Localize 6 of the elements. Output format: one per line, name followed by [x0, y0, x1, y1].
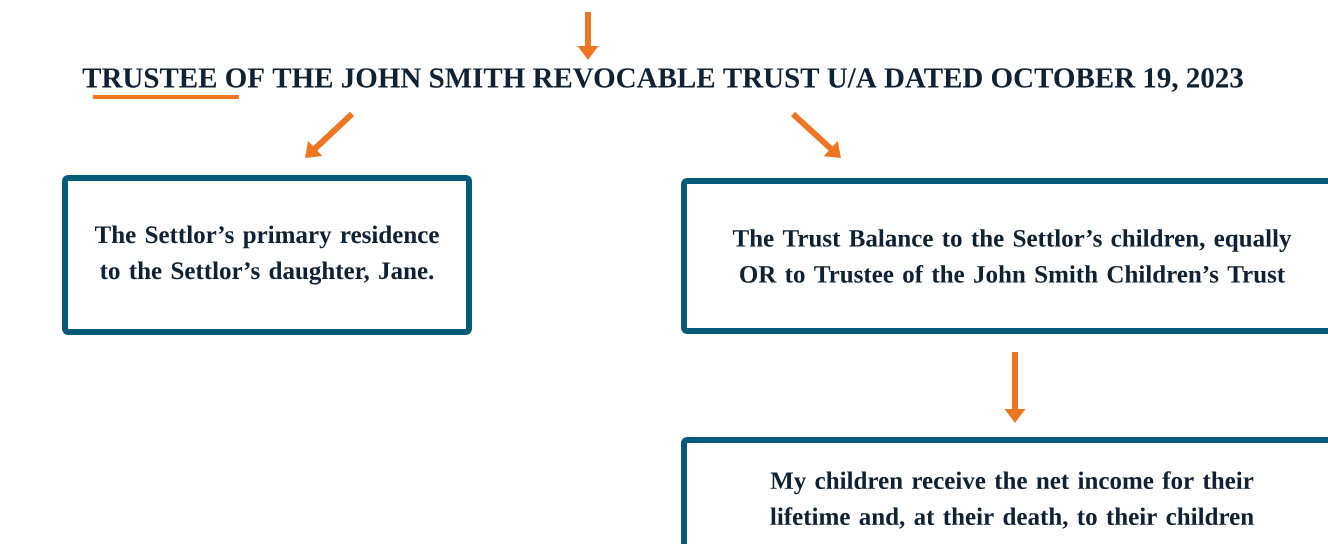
text-box: The Trust Balance to the Settlor’s children, equally OR to Trustee of the John Smith Children’s Trust: [681, 178, 1328, 334]
arrow: [790, 111, 841, 158]
text-box: The Settlor’s primary residence to the Settlor’s daughter, Jane.: [62, 175, 472, 335]
heading: TRUSTEE OF THE JOHN SMITH REVOCABLE TRUST U/A DATED OCTOBER 19, 2023: [82, 68, 1243, 92]
text-box: My children receive the net income for their lifetime and, at their death, to their children: [681, 437, 1328, 544]
arrow: [305, 111, 355, 158]
